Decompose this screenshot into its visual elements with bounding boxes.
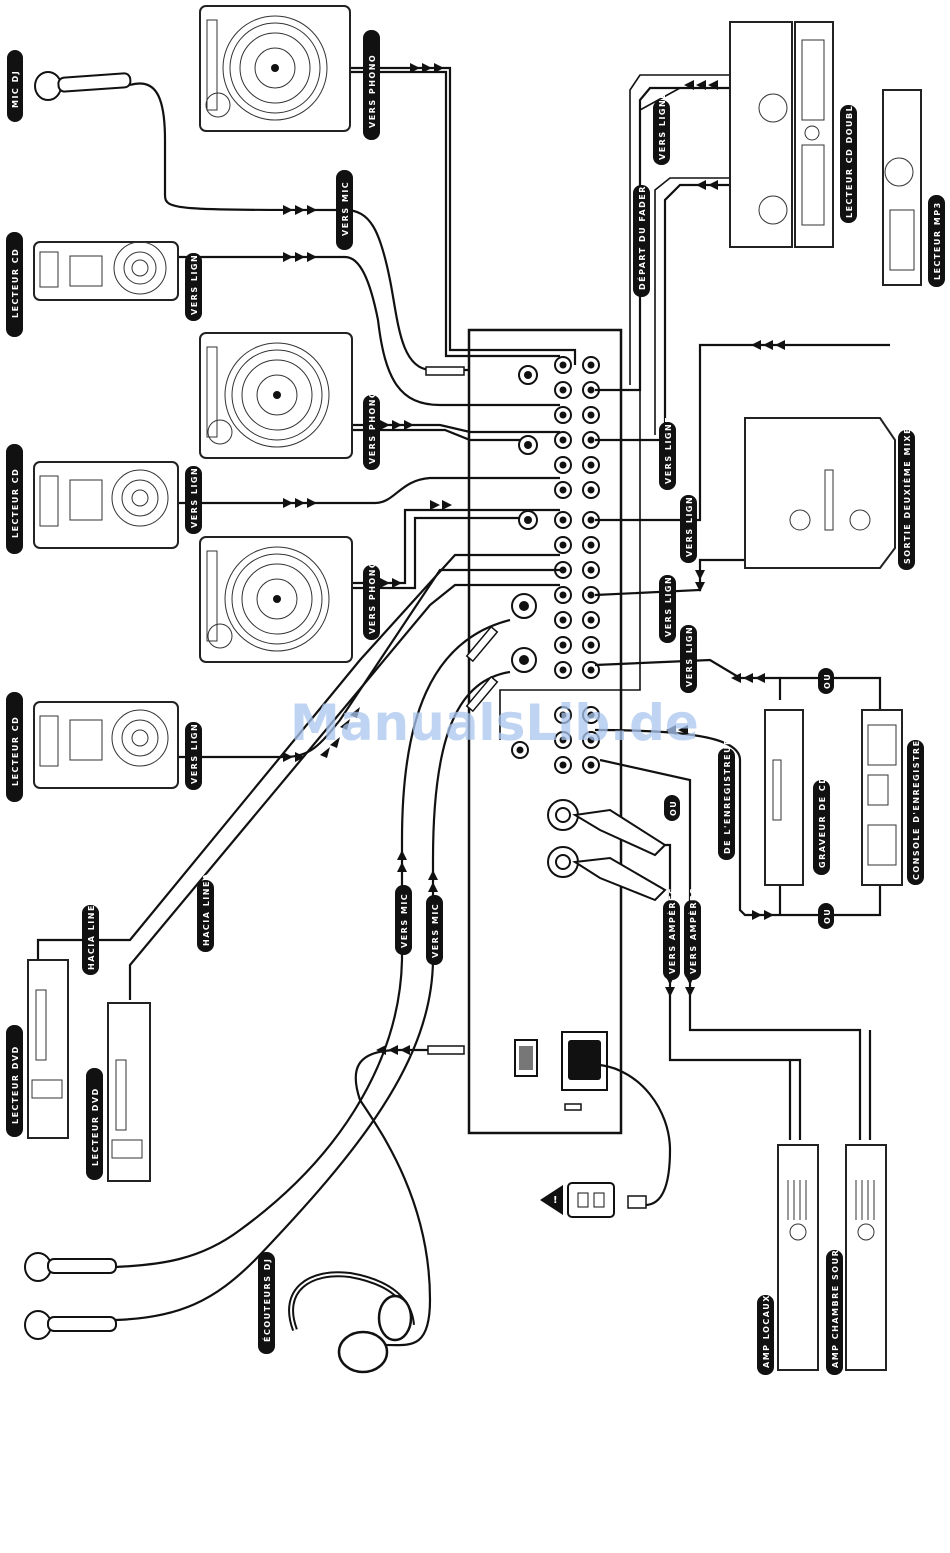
label-lecteur-cd-2: LECTEUR CD [11,468,20,538]
label-ou-3: OU [823,908,832,924]
cd-player-3 [33,701,179,789]
amp-local [777,1144,819,1371]
label-vers-ligne-4: VERS LIGNE [658,92,667,160]
warning-triangle-icon: ! [540,1185,563,1215]
dual-cd-player [729,21,834,248]
label-vers-phono-2: VERS PHONO [368,390,377,464]
recording-console [861,709,903,886]
label-amp-locaux: AMP LOCAUX [762,1294,771,1368]
microphone-3 [24,1310,117,1340]
label-graveur-cd: GRAVEUR DE CD [818,776,827,868]
amp-booth [845,1144,887,1371]
label-vers-phono-1: VERS PHONO [368,54,377,128]
watermark: ManualsLib.de [290,694,699,752]
label-lecteur-cd-3: LECTEUR CD [11,716,20,786]
label-ecouteurs-dj: ÉCOUTEURS DJ [261,1258,272,1342]
label-vers-mic-2: VERS MIC [400,893,409,948]
turntable-1 [199,5,351,132]
second-mixer [744,417,896,569]
label-hacia-linea-1: HACIA LINEA [87,896,96,970]
label-vers-mic-1: VERS MIC [341,181,350,236]
microphone-2 [24,1252,117,1282]
label-lecteur-mp3: LECTEUR MP3 [933,201,942,280]
label-hacia-linea-2: HACIA LINEA [202,872,211,946]
power-outlet [567,1182,647,1218]
label-vers-ligne-8: VERS LIGNE [685,619,694,687]
label-vers-amperes-1: VERS AMPÈRES [666,887,677,974]
xlr-plug-2 [572,856,667,902]
label-console-enregistrement: CONSOLE D'ENREGISTREMENT [912,708,921,880]
svg-text:!: ! [553,1195,558,1206]
label-ou-1: OU [823,673,832,689]
xlr-outputs [547,799,579,878]
turntable-2 [199,332,353,459]
labels: MIC DJ VERS PHONO VERS MIC LECTEUR CD VE… [6,30,945,1375]
label-vers-ligne-7: VERS LIGNE [664,569,673,637]
label-vers-ligne-2: VERS LIGNE [190,460,199,528]
label-depart-fader: DÉPART DU FADER [636,185,647,290]
label-vers-amperes-2: VERS AMPÈRES [687,887,698,974]
label-sortie-deuxieme-mixer: SORTIE DEUXIÈME MIXER [901,419,912,564]
mixer [467,328,623,1135]
label-vers-ligne-3: VERS LIGNE [190,716,199,784]
label-vers-ligne-5: VERS LIGNE [664,416,673,484]
label-vers-ligne-6: VERS LIGNE [685,489,694,557]
label-amp-chambre-sourde: AMP CHAMBRE SOURDE [831,1234,840,1368]
label-lecteur-cd-1: LECTEUR CD [11,248,20,318]
label-vers-ligne-1: VERS LIGNE [190,247,199,315]
label-de-lenregistreur: DE L'ENREGISTREUR [723,737,732,854]
label-lecteur-dvd-1: LECTEUR DVD [11,1045,20,1124]
label-lecteur-dvd-2: LECTEUR DVD [91,1087,100,1166]
cd-recorder [764,709,804,886]
cables [36,66,890,1347]
mp3-player [882,89,922,286]
dvd-player-2 [107,1002,151,1182]
label-mic-dj: MIC DJ [11,70,20,108]
cd-player-2 [33,461,179,549]
cd-player-1 [33,241,179,301]
signal-arrows [283,63,785,1055]
microphone-dj [34,71,132,101]
mixer-input-jacks [511,356,600,774]
label-lecteur-cd-double: LECTEUR CD DOUBLE [845,98,854,218]
turntable-3 [199,536,353,663]
label-vers-phono-3: VERS PHONO [368,560,377,634]
headphones [288,1271,415,1374]
label-ou-2: OU [669,800,678,816]
xlr-plug-1 [572,808,667,857]
dvd-player-1 [27,959,69,1139]
label-vers-mic-3: VERS MIC [431,903,440,958]
